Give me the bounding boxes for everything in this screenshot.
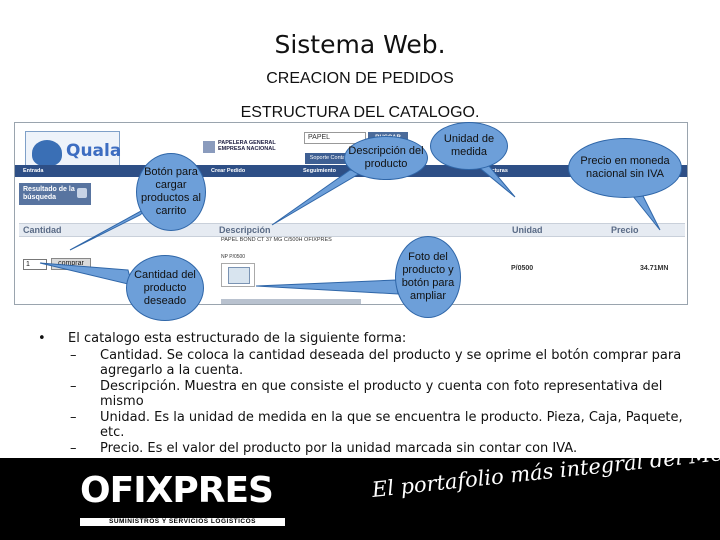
- search-results-label: Resultado de la búsqueda: [19, 183, 91, 205]
- section-heading: ESTRUCTURA DEL CATALOGO.: [240, 104, 480, 121]
- product-description: PAPEL BOND CT 37 MG C/500H OFIXPRES: [221, 237, 332, 243]
- bullet-unidad-text: Unidad. Es la unidad de medida en la que…: [100, 410, 683, 440]
- bullet-dash: –: [70, 348, 77, 363]
- partner-logo: PAPELERA GENERAL EMPRESA NACIONAL: [218, 140, 280, 156]
- column-header-descripcion: Descripción: [219, 225, 271, 235]
- partner-logo-icon: [203, 141, 215, 153]
- column-header-unidad: Unidad: [512, 225, 543, 235]
- callout-foto: Foto del producto y botón para ampliar: [395, 236, 461, 318]
- bullet-precio-text: Precio. Es el valor del producto por la …: [100, 441, 578, 456]
- callout-unidad: Unidad de medida: [430, 122, 508, 170]
- bullet-intro: • El catalogo esta estructurado de la si…: [38, 331, 698, 347]
- buy-button[interactable]: comprar: [51, 258, 91, 270]
- product-unit: P/0500: [511, 265, 534, 272]
- bullet-dot: •: [38, 331, 46, 346]
- bullet-cantidad: – Cantidad. Se coloca la cantidad desead…: [38, 348, 698, 378]
- bullet-precio: – Precio. Es el valor del producto por l…: [38, 441, 698, 456]
- partner-logo-sub: EMPRESA NACIONAL: [218, 146, 276, 152]
- search-results-text: Resultado de la búsqueda: [23, 186, 75, 201]
- bullet-descripcion: – Descripción. Muestra en que consiste e…: [38, 379, 698, 409]
- nav-item-seguimiento[interactable]: Seguimiento: [303, 168, 337, 174]
- ofixpres-brand-sub: SUMINISTROS Y SERVICIOS LOGISTICOS: [80, 518, 285, 526]
- table-header: Cantidad Descripción Unidad Precio: [19, 223, 685, 237]
- bullet-list: • El catalogo esta estructurado de la si…: [38, 331, 698, 456]
- slide-title: Sistema Web.: [274, 30, 446, 59]
- bullet-dash: –: [70, 410, 77, 425]
- magnifier-icon: [77, 188, 87, 198]
- bullet-unidad: – Unidad. Es la unidad de medida en la q…: [38, 410, 698, 440]
- product-code: NP P/0500: [221, 254, 246, 260]
- quala-logo-text: Quala: [66, 141, 122, 161]
- callout-precio: Precio en moneda nacional sin IVA: [568, 138, 682, 198]
- slide-subtitle: CREACION DE PEDIDOS: [266, 70, 454, 87]
- callout-boton: Botón para cargar productos al carrito: [136, 153, 206, 231]
- ofixpres-brand: OFIXPRES: [80, 470, 274, 511]
- footer-banner: OFIXPRES SUMINISTROS Y SERVICIOS LOGISTI…: [0, 435, 720, 540]
- bullet-descripcion-text: Descripción. Muestra en que consiste el …: [100, 379, 663, 409]
- bullet-intro-text: El catalogo esta estructurado de la sigu…: [68, 331, 407, 346]
- next-row-partial: [221, 299, 361, 304]
- paper-ream-icon: [228, 267, 250, 284]
- bullet-dash: –: [70, 441, 77, 456]
- column-header-cantidad: Cantidad: [23, 225, 62, 235]
- ofixpres-logo: OFIXPRES SUMINISTROS Y SERVICIOS LOGISTI…: [80, 470, 285, 526]
- bullet-dash: –: [70, 379, 77, 394]
- column-header-precio: Precio: [611, 225, 639, 235]
- support-button[interactable]: Soporte Conta: [305, 153, 350, 164]
- callout-descripcion: Descripción del producto: [344, 136, 428, 180]
- bullet-cantidad-text: Cantidad. Se coloca la cantidad deseada …: [100, 348, 682, 378]
- product-photo[interactable]: [221, 263, 255, 287]
- koala-logo-icon: [32, 140, 62, 166]
- product-price: 34.71MN: [640, 265, 669, 272]
- callout-cantidad: Cantidad del producto deseado: [126, 255, 204, 321]
- nav-item-entrada[interactable]: Entrada: [23, 168, 44, 174]
- quantity-input[interactable]: 1: [23, 259, 47, 270]
- nav-item-crear-pedido[interactable]: Crear Pedido: [211, 168, 246, 174]
- partner-logo-name: PAPELERA GENERAL: [218, 140, 276, 146]
